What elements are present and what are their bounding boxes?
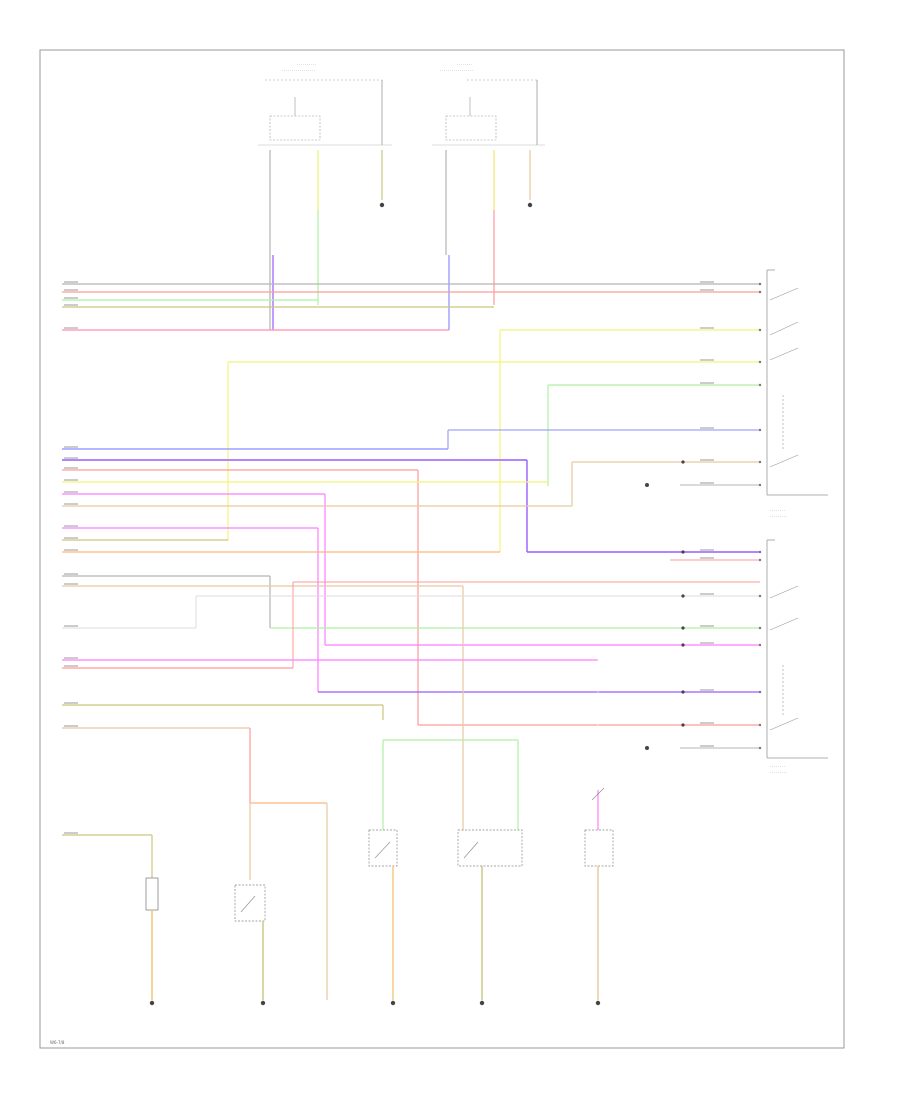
top-right-switch-assembly: · · · · · · · · · · · · · · · · · · · · … — [432, 63, 545, 146]
upper-right-module: · · · · · · · · · · · · · · · · · — [766, 269, 828, 519]
svg-text:· · · · · · · ·: · · · · · · · · — [770, 765, 785, 769]
diagram-border — [39, 49, 845, 1049]
mid-ground-symbols — [645, 460, 685, 750]
svg-text:· · · · · · · · · · · · · · ·: · · · · · · · · · · · · · · · · · — [440, 69, 473, 73]
bottom-switch-c — [584, 787, 614, 1006]
lower-bus-wires — [62, 575, 760, 1000]
bottom-switch-a — [368, 829, 398, 1006]
top-left-switch-assembly: · · · · · · · · · · · · · · · · · · · · … — [258, 63, 392, 146]
page-code: W6-7/8 — [50, 1040, 65, 1045]
svg-text:· · · · · · · · ·: · · · · · · · · · — [770, 515, 787, 519]
svg-text:· · · · · · · · ·: · · · · · · · · · — [770, 771, 787, 775]
svg-text:· · · · · · · · · ·: · · · · · · · · · · — [297, 63, 316, 67]
top-ground-symbols — [379, 202, 533, 208]
svg-text:· · · · · · · · · · · · · · ·: · · · · · · · · · · · · · · · · · — [282, 69, 315, 73]
top-vertical-wires — [269, 150, 531, 330]
upper-bus-wires — [62, 283, 760, 552]
svg-text:· · · · · · · ·: · · · · · · · · — [770, 509, 785, 513]
lower-right-module: · · · · · · · · · · · · · · · · · — [766, 539, 828, 775]
bottom-relay-left — [234, 884, 266, 1006]
right-connector-pins — [758, 282, 762, 750]
bottom-switch-b — [457, 829, 523, 1006]
wire-label-stubs — [64, 281, 714, 834]
middle-bus-wires — [62, 448, 760, 726]
bottom-left-component — [62, 834, 159, 1006]
svg-text:· · · · · · · ·: · · · · · · · · — [457, 63, 472, 67]
